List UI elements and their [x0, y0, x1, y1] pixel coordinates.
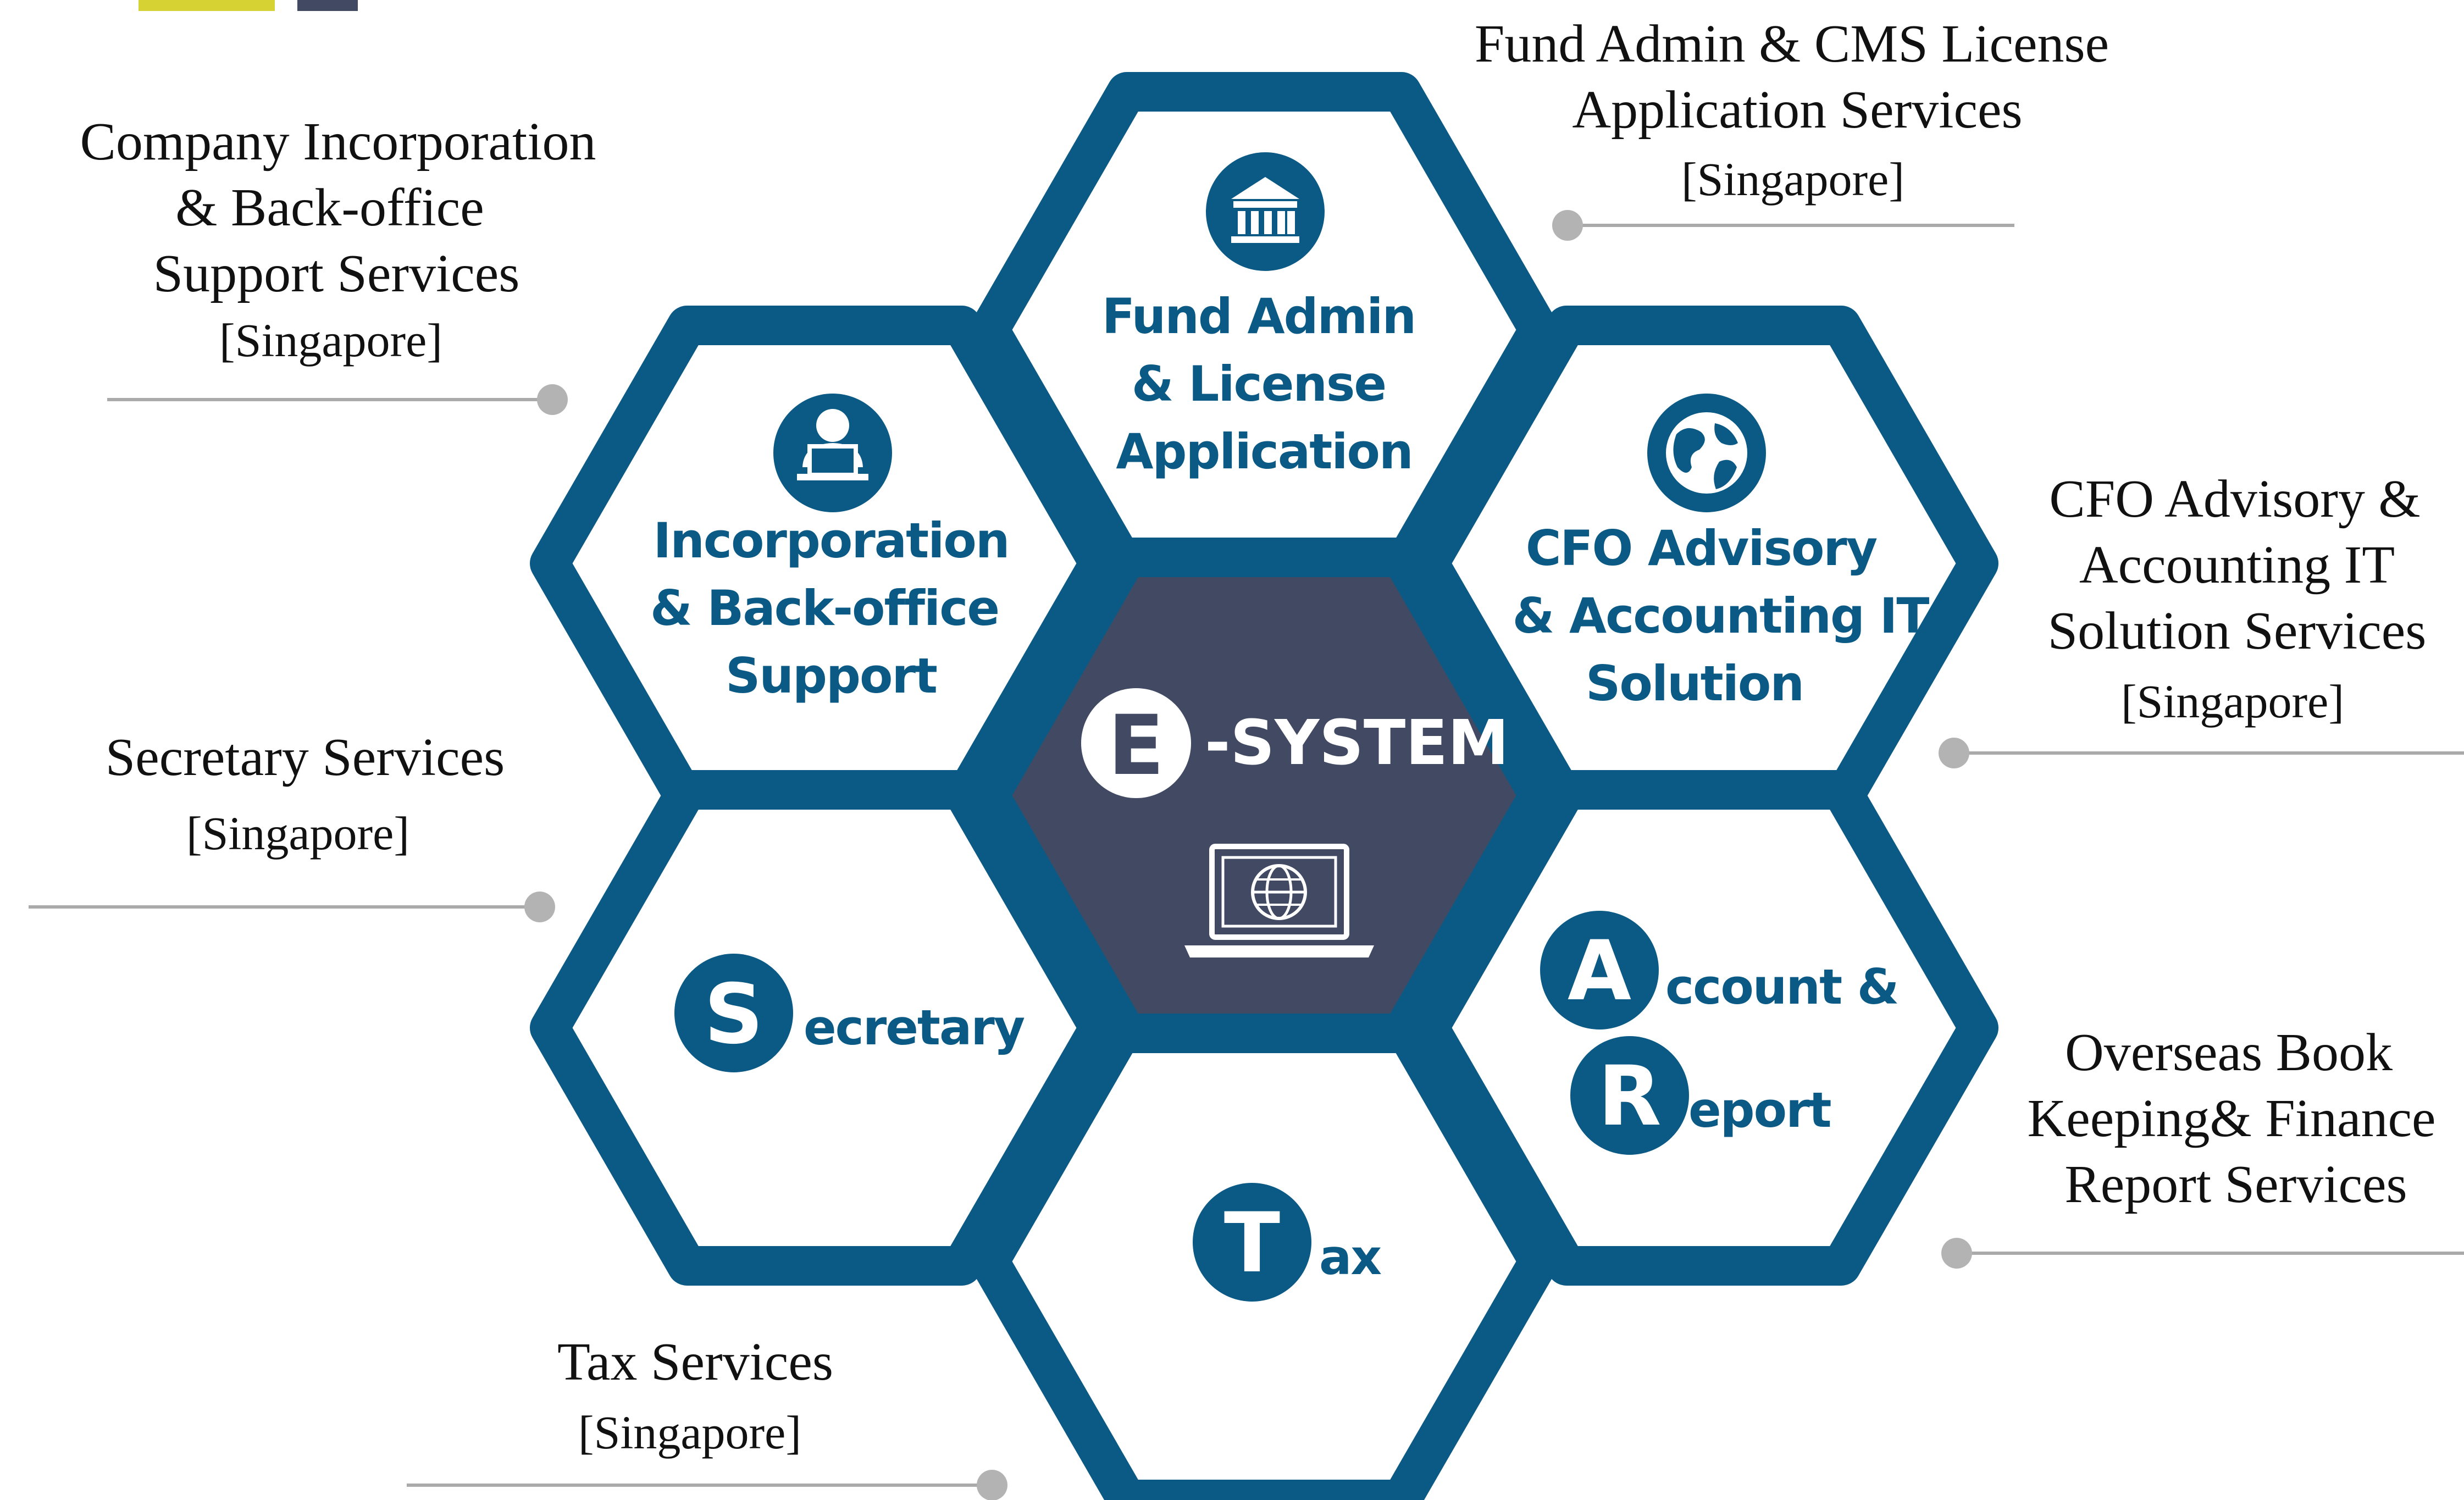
label-company-line-3: Support Services: [153, 244, 520, 303]
dot-cfo: [1939, 738, 1969, 768]
hex-secretary: [530, 770, 1119, 1286]
hex-cfo-line-2: & Accounting IT: [1513, 588, 1930, 644]
yellow-swatch: [139, 0, 275, 11]
center-badge: [1081, 688, 1191, 798]
label-secretary-region: [Singapore]: [186, 807, 409, 860]
globe-icon: [1647, 394, 1766, 512]
bank-icon: [1206, 152, 1325, 271]
hexagons: [530, 72, 1998, 1500]
label-secretary-line-1: Secretary Services: [106, 728, 505, 787]
label-cfo-region: [Singapore]: [2121, 675, 2344, 728]
person-laptop-icon: [773, 394, 892, 512]
report-rest: eport: [1688, 1082, 1831, 1138]
laptop-globe-icon: [1184, 844, 1374, 957]
hex-cfo-line-1: CFO Advisory: [1526, 520, 1877, 577]
label-tax-line-1: Tax Services: [557, 1332, 833, 1392]
secretary-badge: [674, 954, 793, 1072]
report-badge: [1570, 1036, 1689, 1155]
hex-incorporation-line-2: & Back-office: [650, 580, 999, 636]
hex-fund-admin-line-1: Fund Admin: [1102, 288, 1415, 345]
label-cfo-line-2: Accounting IT: [2079, 535, 2395, 595]
dot-company: [537, 384, 568, 415]
label-fund-admin-region: [Singapore]: [1681, 153, 1904, 206]
label-overseas-line-2: Keeping& Finance: [2028, 1089, 2436, 1148]
tax-badge: [1193, 1183, 1311, 1302]
report-badge-letter: R: [1598, 1049, 1662, 1144]
label-company-region: [Singapore]: [219, 314, 442, 367]
connectors: [29, 224, 2464, 1487]
hex-account-report: [1409, 770, 1998, 1286]
tax-badge-letter: T: [1224, 1195, 1280, 1291]
dot-overseas: [1941, 1238, 1972, 1269]
hex-incorporation-line-3: Support: [726, 647, 937, 704]
label-overseas-line-3: Report Services: [2064, 1155, 2407, 1214]
label-fund-admin-line-1: Fund Admin & CMS License: [1475, 14, 2109, 74]
label-fund-admin-line-2: Application Services: [1572, 80, 2022, 140]
label-company-line-1: Company Incorporation: [80, 112, 596, 171]
secretary-rest: ecretary: [804, 999, 1025, 1056]
center-badge-letter: E: [1108, 698, 1164, 794]
hex-incorporation-line-1: Incorporation: [654, 512, 1009, 569]
account-badge: [1540, 911, 1659, 1029]
connector-dots: [524, 210, 1972, 1500]
hex-fund-admin-line-2: & License: [1132, 356, 1386, 412]
navy-swatch: [297, 0, 358, 11]
label-cfo-line-1: CFO Advisory &: [2049, 469, 2420, 529]
account-rest: ccount &: [1665, 959, 1898, 1015]
label-tax-region: [Singapore]: [578, 1406, 801, 1459]
dot-fund-admin: [1552, 210, 1583, 241]
hex-cfo-line-3: Solution: [1586, 655, 1803, 712]
label-overseas-line-1: Overseas Book: [2065, 1023, 2393, 1082]
secretary-badge-letter: S: [704, 967, 763, 1062]
dot-secretary: [524, 892, 555, 922]
account-badge-letter: A: [1568, 923, 1631, 1019]
center-label: -SYSTEM: [1205, 707, 1509, 779]
label-company-line-2: & Back-office: [175, 178, 484, 237]
hex-fund-admin-line-3: Application: [1116, 423, 1412, 480]
hex-center: [970, 538, 1559, 1053]
dot-tax: [977, 1470, 1007, 1500]
tax-rest: ax: [1319, 1229, 1381, 1286]
label-cfo-line-3: Solution Services: [2048, 601, 2427, 661]
